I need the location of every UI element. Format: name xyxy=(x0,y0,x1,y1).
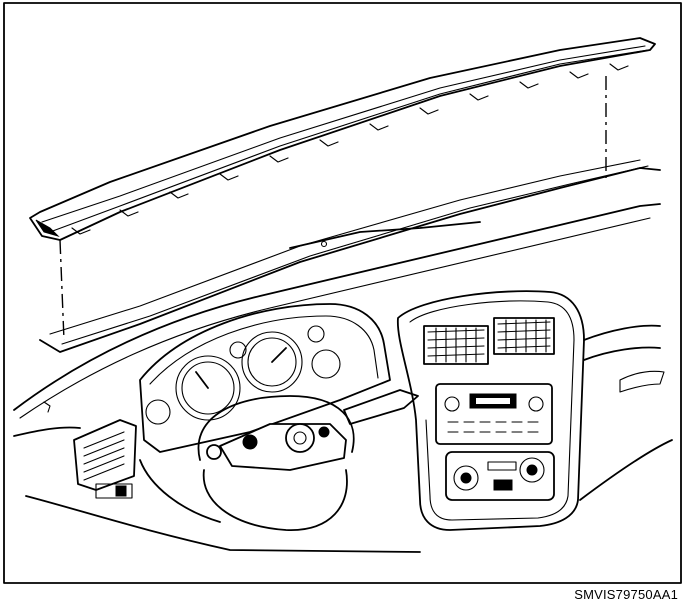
center-console xyxy=(396,290,585,531)
temp-knob xyxy=(519,457,545,483)
tachometer-gauge xyxy=(241,331,303,393)
dashboard-top xyxy=(13,159,661,419)
figure-frame xyxy=(3,2,682,584)
defroster-grille-panel xyxy=(29,37,656,241)
fuel-gauge xyxy=(145,399,171,425)
right-dash-panel xyxy=(579,324,673,501)
switch-panel-left xyxy=(95,483,133,499)
figure-id-label: SMVIS79750AA1 xyxy=(574,587,678,602)
left-air-vent xyxy=(73,419,137,491)
temp-gauge xyxy=(311,349,341,379)
lower-dash xyxy=(13,401,421,553)
radio-unit xyxy=(435,383,553,445)
speedometer-gauge xyxy=(175,355,241,421)
steering-hub xyxy=(285,423,315,453)
fan-knob xyxy=(453,465,479,491)
steering-wheel xyxy=(197,389,419,531)
alignment-line-left xyxy=(59,239,65,341)
instrument-cluster xyxy=(139,303,391,453)
